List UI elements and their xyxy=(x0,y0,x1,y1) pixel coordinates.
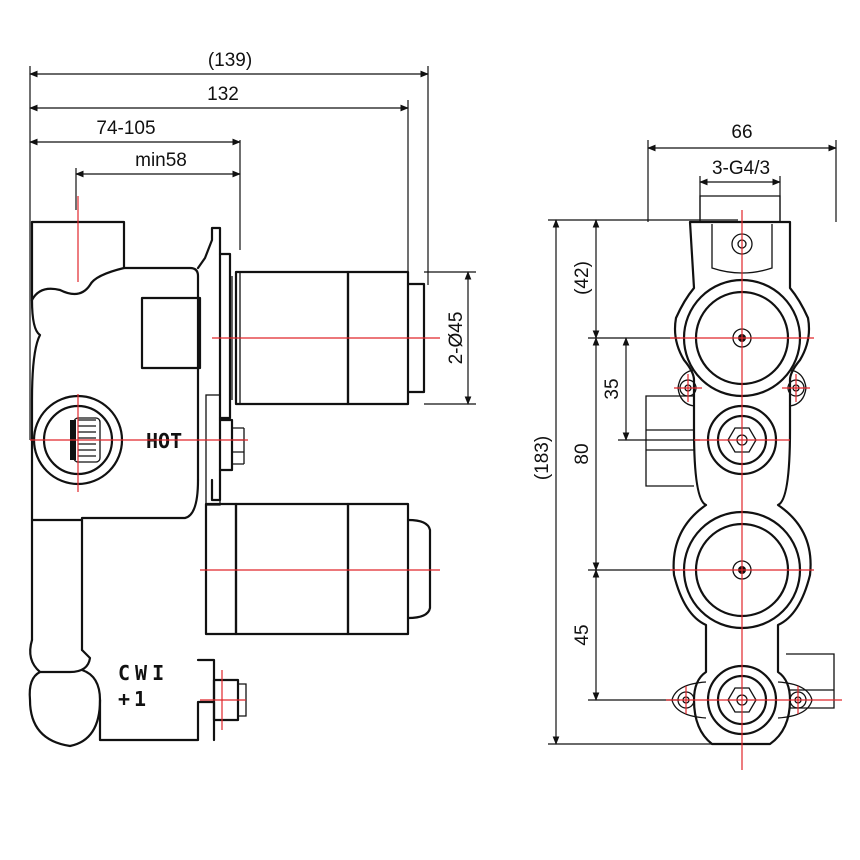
adjustment-range-label: 74-105 xyxy=(96,118,155,139)
side-fittings-front xyxy=(645,395,835,709)
thread-spec-label: 3-G4/3 xyxy=(712,158,770,179)
width-label: 66 xyxy=(731,122,752,143)
hot-marking: HOT xyxy=(146,429,182,453)
side-dimensions: (139) 132 74-105 min58 2-Ø45 xyxy=(29,50,476,440)
body-depth-label: 132 xyxy=(207,84,239,105)
cartridge-spacing-label: 80 xyxy=(572,443,593,464)
minimum-depth-label: min58 xyxy=(135,150,187,171)
cold-inlet-port xyxy=(28,638,247,748)
side-centerlines xyxy=(30,196,440,730)
valve-body-side xyxy=(30,220,245,652)
cartridge-diameter-label: 2-Ø45 xyxy=(446,312,467,365)
bottom-offset-label: 45 xyxy=(572,624,593,645)
front-dimensions: 66 3-G4/3 (183) (42) 80 35 45 xyxy=(532,122,837,745)
lower-cartridge-side xyxy=(204,502,432,636)
top-offset-label: (42) xyxy=(572,261,593,295)
side-view: (139) 132 74-105 min58 2-Ø45 xyxy=(28,50,476,748)
cold-marking-line2: +1 xyxy=(118,687,150,711)
front-view: 66 3-G4/3 (183) (42) 80 35 45 xyxy=(532,122,842,770)
overall-height-label: (183) xyxy=(532,436,553,480)
overall-depth-label: (139) xyxy=(208,50,252,71)
upper-spacing-label: 35 xyxy=(602,378,623,399)
front-centerlines xyxy=(666,210,842,770)
cold-marking-line1: CWI xyxy=(118,661,169,685)
